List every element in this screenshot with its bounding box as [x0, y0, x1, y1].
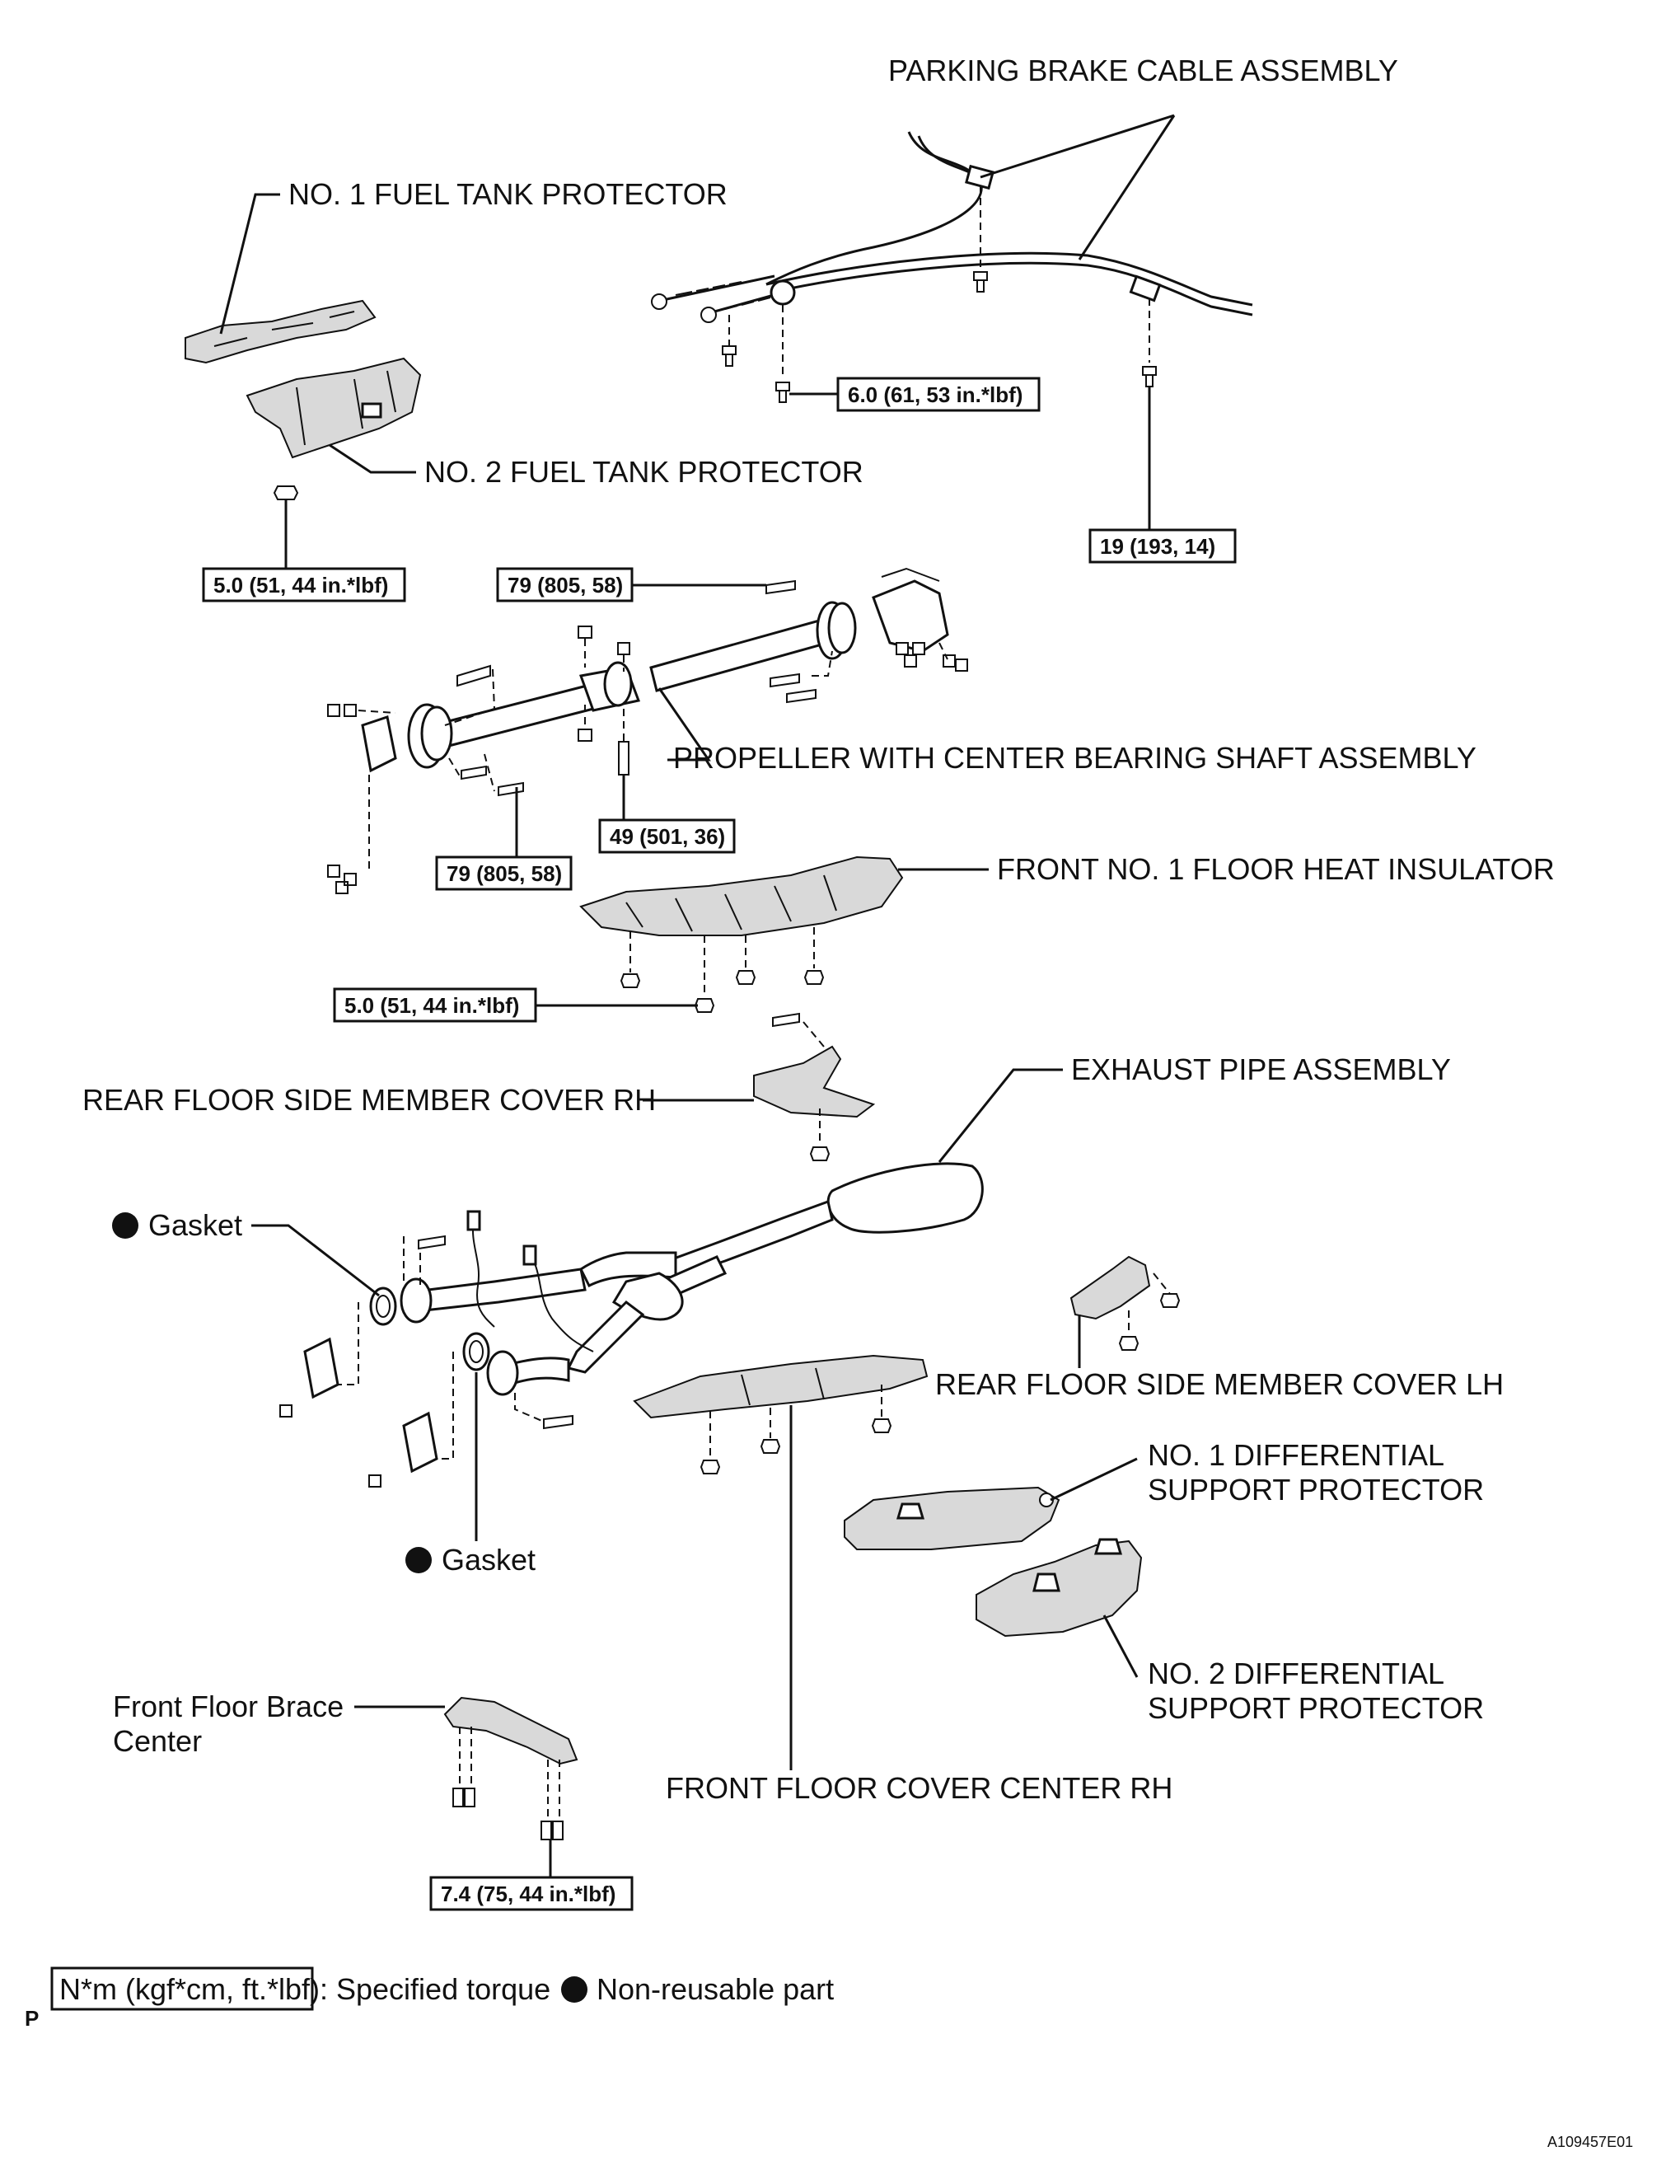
- leader-no2-fuel-tank-protector: [329, 443, 416, 474]
- no2-fuel-tank-protector: [246, 357, 422, 459]
- torque-protector-nut: 5.0 (51, 44 in.*lbf): [213, 573, 388, 598]
- label-parking-brake-cable: PARKING BRAKE CABLE ASSEMBLY: [888, 54, 1398, 87]
- label-gasket-upper: Gasket: [148, 1208, 242, 1242]
- nonreusable-dot-gasket-upper: [112, 1212, 138, 1239]
- label-floor-brace-l1: Front Floor Brace: [113, 1690, 344, 1723]
- label-no2-diff-protector-l1: NO. 2 DIFFERENTIAL: [1148, 1657, 1444, 1690]
- label-no2-fuel-tank-protector: NO. 2 FUEL TANK PROTECTOR: [424, 455, 863, 489]
- torque-heat-insulator: 5.0 (51, 44 in.*lbf): [344, 993, 519, 1018]
- leader-no1-fuel-tank-protector: [219, 193, 280, 335]
- label-no2-diff-protector-l2: SUPPORT PROTECTOR: [1148, 1691, 1484, 1725]
- label-floor-brace-l2: Center: [113, 1724, 202, 1758]
- parking-brake-cable-assembly: [651, 131, 1253, 403]
- leader-no1-diff-protector: [1050, 1457, 1138, 1502]
- torque-box-cable-bolt: [836, 377, 1041, 412]
- torque-propeller-front: 79 (805, 58): [447, 861, 562, 886]
- label-gasket-lower: Gasket: [442, 1543, 536, 1577]
- leader-parking-brake-cable: [980, 114, 1176, 260]
- label-exhaust-pipe: EXHAUST PIPE ASSEMBLY: [1071, 1052, 1451, 1086]
- legend-nonreusable-dot: [561, 1976, 587, 2003]
- front-floor-cover-center-rh: [633, 1354, 929, 1474]
- rear-floor-side-member-cover-lh: [1069, 1255, 1181, 1351]
- no1-differential-support-protector: [844, 1486, 1060, 1550]
- torque-floor-brace: 7.4 (75, 44 in.*lbf): [441, 1882, 615, 1906]
- label-no1-diff-protector-l2: SUPPORT PROTECTOR: [1148, 1473, 1484, 1507]
- torque-box-center-bearing: [598, 818, 736, 854]
- leader-propeller-shaft: [657, 687, 711, 762]
- front-no1-floor-heat-insulator: [579, 855, 904, 1013]
- figure-id: A109457E01: [1547, 2134, 1633, 2150]
- legend-torque-unit: N*m (kgf*cm, ft.*lbf): [59, 1972, 320, 2006]
- label-rear-floor-side-member-cover-rh: REAR FLOOR SIDE MEMBER COVER RH: [82, 1083, 656, 1117]
- torque-box-protector-nut: [202, 567, 406, 602]
- label-propeller-shaft: PROPELLER WITH CENTER BEARING SHAFT ASSE…: [673, 741, 1476, 775]
- torque-cable-rear: 19 (193, 14): [1100, 534, 1215, 559]
- propeller-shaft-assembly: [361, 567, 949, 773]
- legend-torque-box: [50, 1966, 314, 2011]
- torque-box-heat-insulator: [333, 987, 537, 1023]
- front-floor-brace-center: [443, 1696, 578, 1840]
- torque-box-floor-brace: [429, 1876, 634, 1911]
- leader-no2-diff-protector: [1102, 1615, 1139, 1678]
- label-rear-floor-side-member-cover-lh: REAR FLOOR SIDE MEMBER COVER LH: [935, 1367, 1504, 1401]
- leader-exhaust-pipe: [938, 1068, 1063, 1163]
- rear-floor-side-member-cover-rh: [753, 1012, 876, 1161]
- label-front-floor-cover-center-rh: FRONT FLOOR COVER CENTER RH: [666, 1771, 1172, 1805]
- upper-gasket: [369, 1286, 397, 1326]
- label-no1-diff-protector-l1: NO. 1 DIFFERENTIAL: [1148, 1438, 1444, 1472]
- torque-center-bearing: 49 (501, 36): [610, 824, 725, 849]
- torque-propeller-rear: 79 (805, 58): [508, 573, 623, 598]
- propeller-fasteners: [327, 579, 968, 894]
- protector-nut: [273, 485, 299, 500]
- no1-fuel-tank-protector: [185, 299, 377, 364]
- page-letter: P: [25, 2006, 39, 2031]
- torque-box-propeller-front: [435, 855, 573, 891]
- legend-nonreusable-desc: Non-reusable part: [597, 1972, 834, 2006]
- legend: N*m (kgf*cm, ft.*lbf) : Specified torque…: [50, 1966, 834, 2011]
- torque-box-propeller-rear: [496, 567, 634, 602]
- exhaust-pipe-assembly: [400, 1162, 984, 1396]
- no2-differential-support-protector: [976, 1538, 1143, 1638]
- exhaust-brackets: [279, 1235, 573, 1488]
- lower-gasket: [462, 1332, 490, 1371]
- label-heat-insulator: FRONT NO. 1 FLOOR HEAT INSULATOR: [997, 852, 1555, 886]
- label-no1-fuel-tank-protector: NO. 1 FUEL TANK PROTECTOR: [288, 177, 728, 211]
- torque-cable-bolt: 6.0 (61, 53 in.*lbf): [848, 382, 1023, 407]
- legend-torque-desc: : Specified torque: [320, 1972, 550, 2006]
- leader-gasket-upper: [251, 1224, 380, 1297]
- torque-box-cable-rear: [1088, 528, 1237, 564]
- nonreusable-dot-gasket-lower: [405, 1547, 432, 1573]
